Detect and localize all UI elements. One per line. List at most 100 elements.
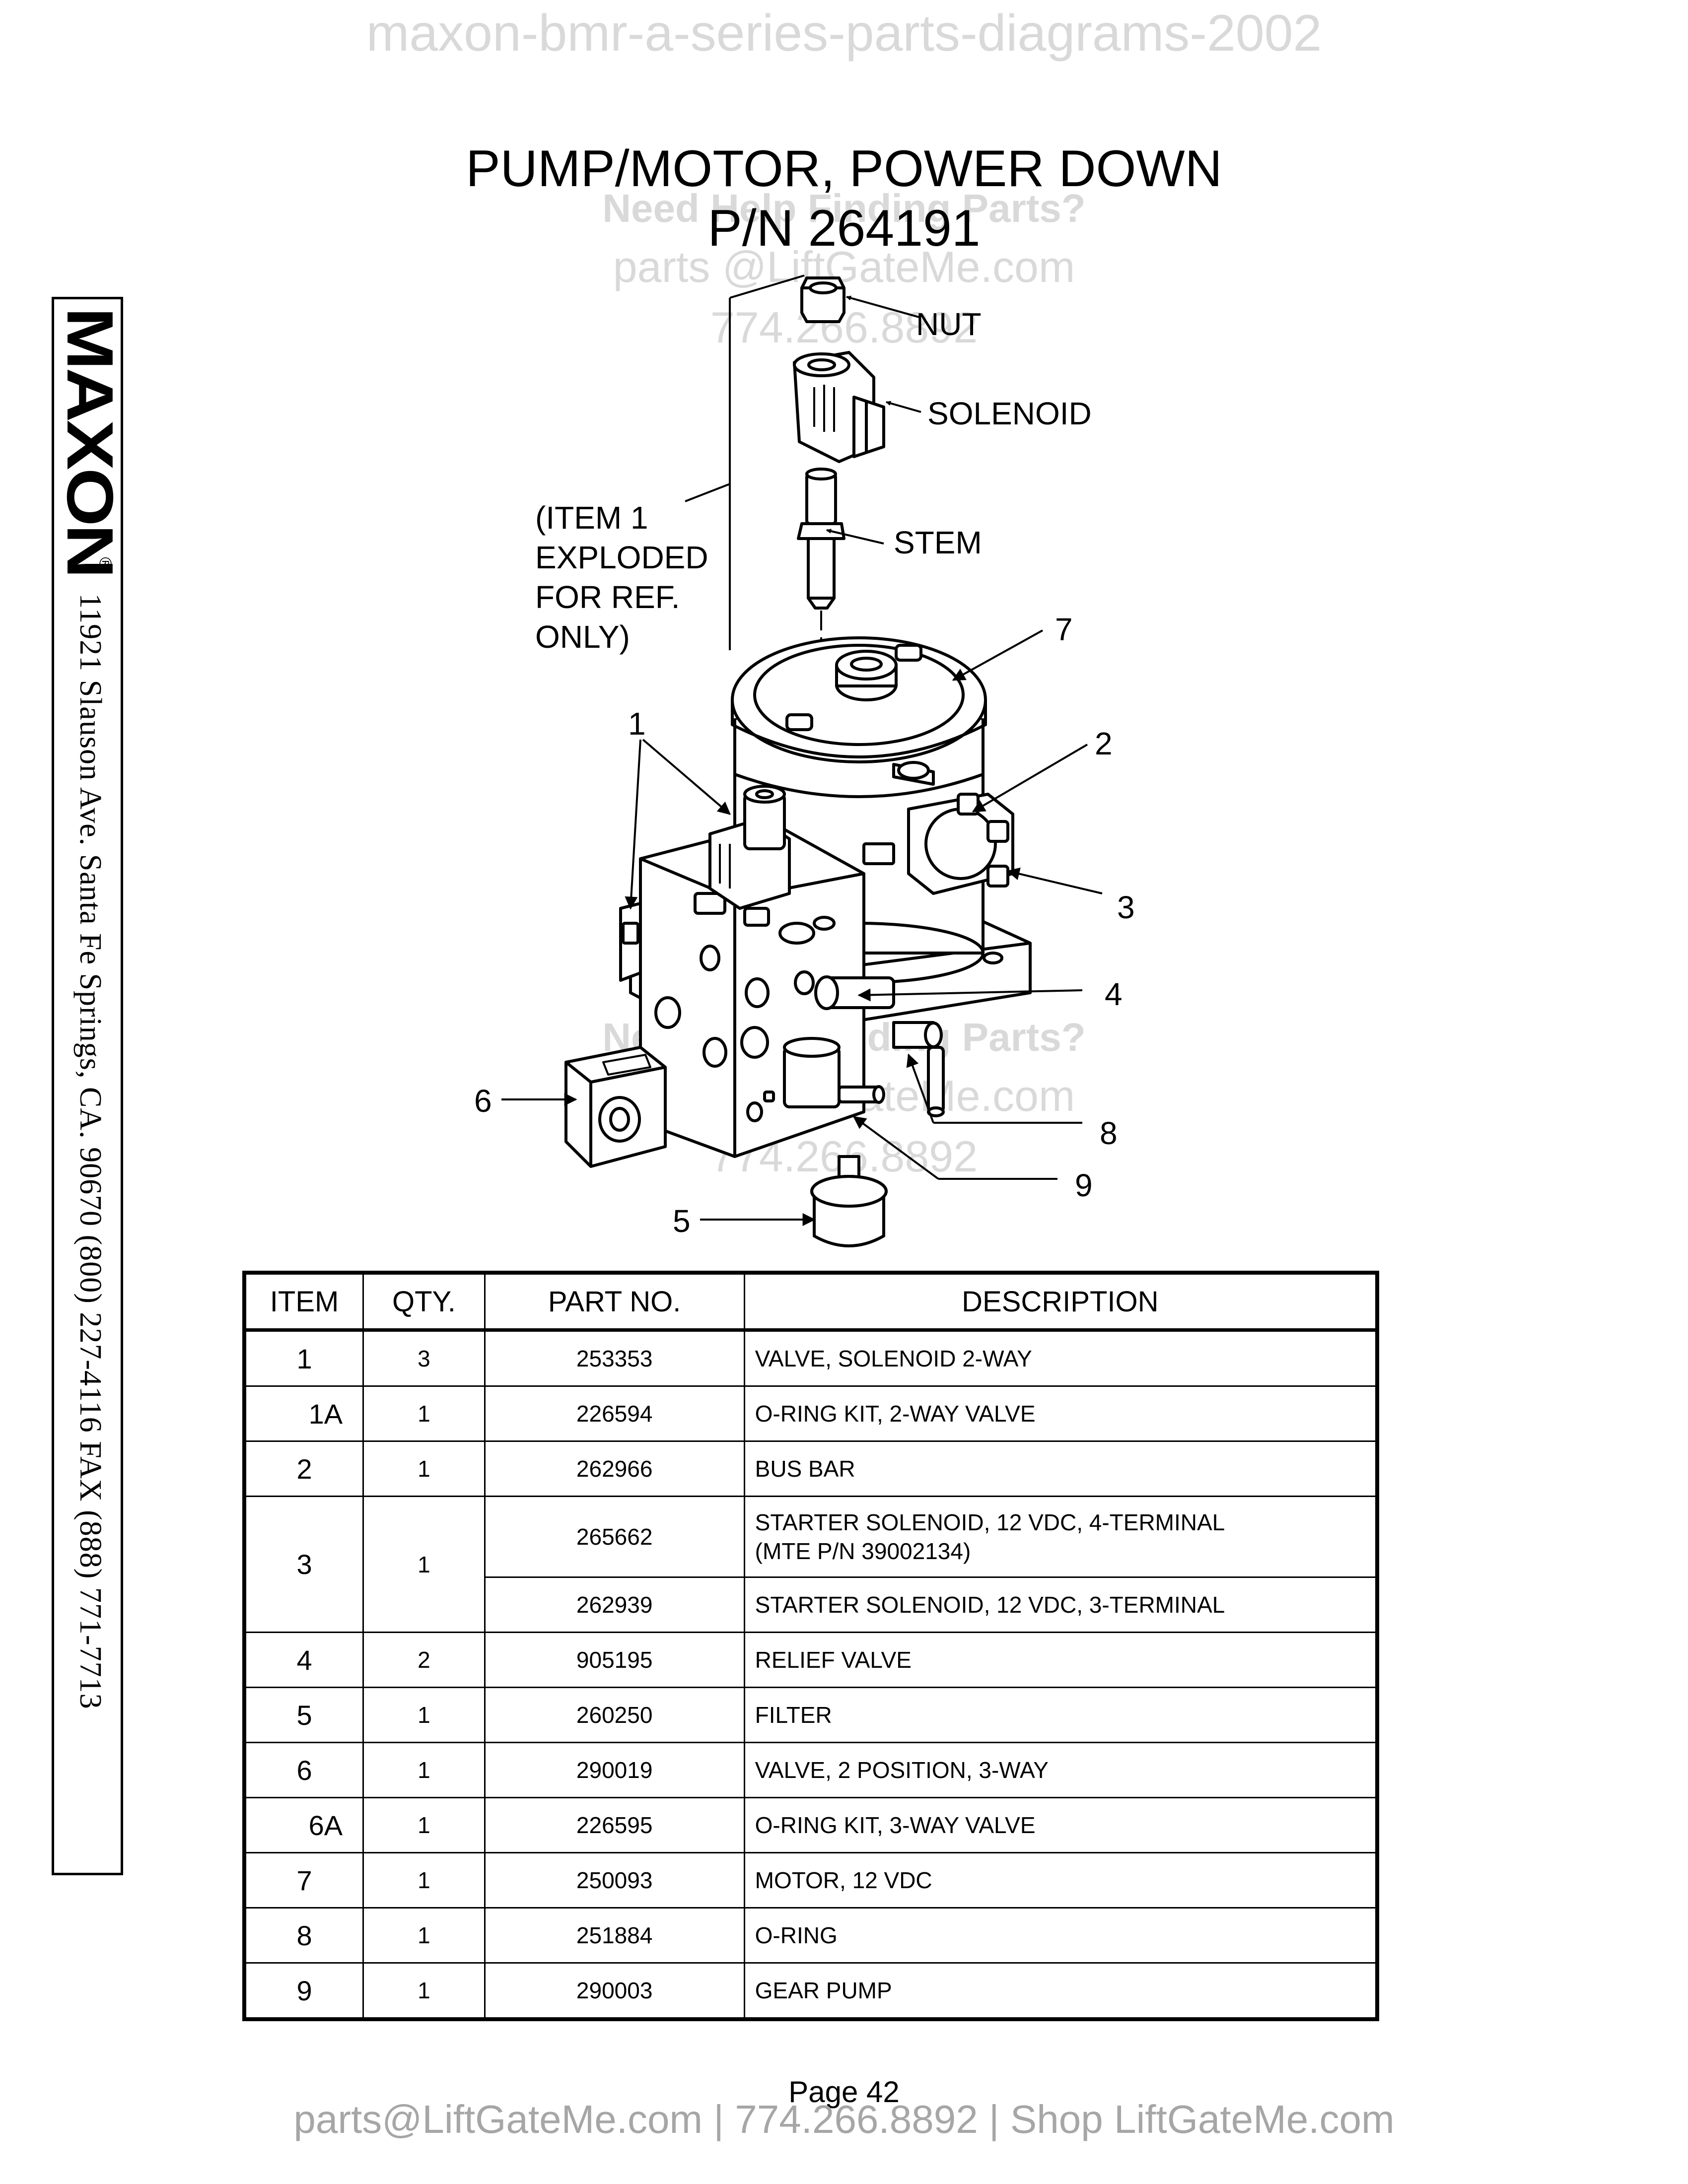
callout-exploded-2: EXPLODED xyxy=(535,540,708,575)
cell-item: 6A xyxy=(243,1797,364,1853)
item-label-3: 3 xyxy=(1117,889,1135,925)
cell-description: FILTER xyxy=(743,1687,1378,1743)
cell-item: 4 xyxy=(243,1632,364,1688)
cell-part-no: 290019 xyxy=(484,1742,745,1798)
page-number: Page 42 xyxy=(788,2075,900,2109)
leader-1b xyxy=(625,739,641,910)
filter-part xyxy=(810,1155,888,1247)
table-row: 4 2 905195 RELIEF VALVE xyxy=(243,1632,1378,1688)
cell-part-no: 262939 xyxy=(484,1576,745,1633)
cell-description: VALVE, 2 POSITION, 3-WAY xyxy=(743,1742,1378,1798)
cell-description: BUS BAR xyxy=(743,1440,1378,1497)
callout-exploded-1: (ITEM 1 xyxy=(535,500,648,536)
cell-item: 1 xyxy=(243,1329,364,1387)
item-label-9: 9 xyxy=(1075,1167,1093,1203)
cell-item: 3 xyxy=(243,1496,364,1633)
callout-stem: STEM xyxy=(894,525,982,560)
cell-description: MOTOR, 12 VDC xyxy=(743,1852,1378,1909)
cell-item: 9 xyxy=(243,1962,364,2020)
cell-part-no: 253353 xyxy=(484,1329,745,1387)
description-line-1: STARTER SOLENOID, 12 VDC, 4-TERMINAL xyxy=(755,1509,1225,1535)
three-way-valve-part xyxy=(564,1046,667,1168)
cell-description: VALVE, SOLENOID 2-WAY xyxy=(743,1329,1378,1387)
cell-part-no: 262966 xyxy=(484,1440,745,1497)
pump-motor-diagram: NUT SOLENOID STEM (ITEM 1 EXPLODED FOR R… xyxy=(474,274,1135,1247)
callout-exploded-4: ONLY) xyxy=(535,619,630,655)
cell-qty: 3 xyxy=(362,1329,486,1387)
cell-item: 2 xyxy=(243,1440,364,1497)
cell-part-no: 250093 xyxy=(484,1852,745,1909)
table-row: 262939 STARTER SOLENOID, 12 VDC, 3-TERMI… xyxy=(244,1576,1378,1633)
cell-description: O-RING KIT, 2-WAY VALVE xyxy=(743,1385,1378,1442)
leader-2 xyxy=(972,744,1088,813)
cell-description: GEAR PUMP xyxy=(743,1962,1378,2020)
leader-4 xyxy=(857,988,1083,1002)
item-label-6: 6 xyxy=(474,1083,492,1119)
leader-solenoid xyxy=(886,401,921,413)
cell-qty: 2 xyxy=(362,1632,486,1688)
cell-part-no: 290003 xyxy=(484,1962,745,2020)
cell-part-no: 260250 xyxy=(484,1687,745,1743)
cell-item: 5 xyxy=(243,1687,364,1743)
cell-description: O-RING xyxy=(743,1907,1378,1964)
item-label-1: 1 xyxy=(628,706,646,742)
leader-7 xyxy=(952,629,1043,681)
cell-description: RELIEF VALVE xyxy=(743,1632,1378,1688)
cell-item: 1A xyxy=(243,1385,364,1442)
page-title: PUMP/MOTOR, POWER DOWN P/N 264191 xyxy=(0,139,1688,258)
cell-qty: 1 xyxy=(362,1852,486,1909)
table-row: 6 1 290019 VALVE, 2 POSITION, 3-WAY xyxy=(243,1742,1378,1798)
table-row: 5 1 260250 FILTER xyxy=(243,1687,1378,1743)
parts-list-table: ITEM QTY. PART NO. DESCRIPTION 1 3 25335… xyxy=(242,1271,1379,2021)
cell-qty: 1 xyxy=(362,1440,486,1497)
cell-part-no: 251884 xyxy=(484,1907,745,1964)
leader-3 xyxy=(1006,867,1103,894)
item-label-7: 7 xyxy=(1055,612,1073,647)
cell-qty: 1 xyxy=(362,1496,486,1633)
leader-stem xyxy=(826,529,884,545)
cell-qty: 1 xyxy=(362,1962,486,2020)
table-row: 7 1 250093 MOTOR, 12 VDC xyxy=(243,1852,1378,1909)
item-label-4: 4 xyxy=(1105,976,1123,1012)
table-row: 3 1 265662 STARTER SOLENOID, 12 VDC, 4-T… xyxy=(243,1496,1378,1633)
cell-part-no: 905195 xyxy=(484,1632,745,1688)
callout-solenoid: SOLENOID xyxy=(927,396,1092,431)
cell-item: 7 xyxy=(243,1852,364,1909)
header-item: ITEM xyxy=(243,1272,364,1332)
cell-qty: 1 xyxy=(362,1385,486,1442)
cell-qty: 1 xyxy=(362,1797,486,1853)
item-label-2: 2 xyxy=(1095,726,1113,761)
title-line-2: P/N 264191 xyxy=(707,200,981,257)
leader-nut xyxy=(846,295,921,319)
cell-item: 6 xyxy=(243,1742,364,1798)
exploded-bracket xyxy=(685,274,805,650)
cell-description: STARTER SOLENOID, 12 VDC, 4-TERMINAL (MT… xyxy=(743,1496,1378,1578)
table-row: 2 1 262966 BUS BAR xyxy=(243,1440,1378,1497)
table-row: 9 1 290003 GEAR PUMP xyxy=(243,1962,1378,2020)
nut-part xyxy=(800,276,845,323)
header-qty: QTY. xyxy=(362,1272,486,1332)
bus-bar-part xyxy=(892,761,935,786)
cell-item: 8 xyxy=(243,1907,364,1964)
table-row: 1 3 253353 VALVE, SOLENOID 2-WAY xyxy=(243,1329,1378,1387)
callout-nut: NUT xyxy=(916,306,982,342)
cell-part-no: 226595 xyxy=(484,1797,745,1853)
callout-exploded-3: FOR REF. xyxy=(535,579,680,615)
table-header-row: ITEM QTY. PART NO. DESCRIPTION xyxy=(243,1272,1378,1332)
cell-part-no: 265662 xyxy=(484,1496,745,1578)
cell-part-no: 226594 xyxy=(484,1385,745,1442)
header-part-no: PART NO. xyxy=(484,1272,745,1332)
title-line-1: PUMP/MOTOR, POWER DOWN xyxy=(466,140,1222,198)
footer-contact: parts@LiftGateMe.com | 774.266.8892 | Sh… xyxy=(293,2097,1395,2141)
solenoid-valve-part xyxy=(708,785,791,910)
sidebar-company-strip: MAXON ® 11921 Slauson Ave. Santa Fe Spri… xyxy=(52,297,127,1875)
header-description: DESCRIPTION xyxy=(743,1272,1378,1332)
cell-qty: 1 xyxy=(362,1742,486,1798)
watermark-help: Need Help Finding Parts? xyxy=(602,186,1086,230)
cell-description: STARTER SOLENOID, 12 VDC, 3-TERMINAL xyxy=(743,1576,1378,1633)
watermark-email: parts @LiftGateMe.com xyxy=(613,242,1075,291)
item-label-5: 5 xyxy=(673,1203,691,1239)
table-row: 8 1 251884 O-RING xyxy=(243,1907,1378,1964)
leader-9 xyxy=(852,1116,939,1180)
solenoid-coil-part xyxy=(793,351,885,463)
